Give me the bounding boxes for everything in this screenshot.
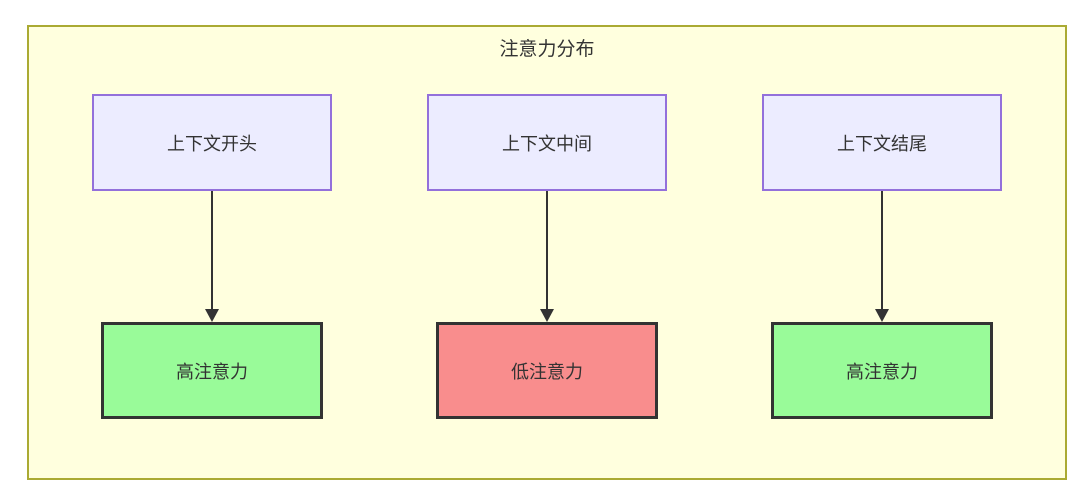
node-context-middle: 上下文中间 — [427, 94, 667, 191]
node-label: 高注意力 — [846, 361, 918, 383]
cluster-title: 注意力分布 — [499, 38, 595, 60]
node-label: 高注意力 — [176, 361, 248, 383]
node-high-attention-right: 高注意力 — [771, 322, 993, 419]
node-label: 上下文结尾 — [837, 133, 927, 155]
node-label: 上下文中间 — [502, 133, 592, 155]
node-label: 低注意力 — [511, 361, 583, 383]
node-high-attention-left: 高注意力 — [101, 322, 323, 419]
node-context-beginning: 上下文开头 — [92, 94, 332, 191]
arrow-down-icon — [875, 191, 889, 322]
attention-distribution-cluster: 注意力分布 上下文开头 上下文中间 上下文结尾 高注意力 低注意力 — [27, 25, 1067, 480]
node-low-attention: 低注意力 — [436, 322, 658, 419]
arrow-down-icon — [540, 191, 554, 322]
arrow-down-icon — [205, 191, 219, 322]
node-context-end: 上下文结尾 — [762, 94, 1002, 191]
node-label: 上下文开头 — [167, 133, 257, 155]
